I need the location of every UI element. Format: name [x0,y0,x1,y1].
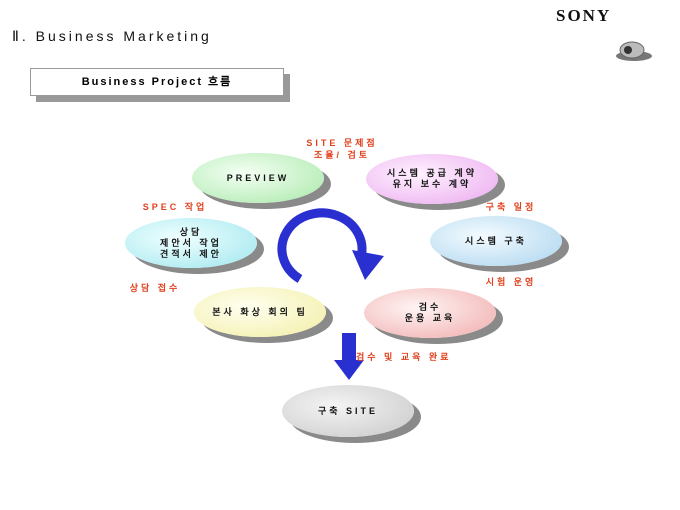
section-heading: Business Project 흐름 [30,68,284,96]
node-build: 시스템 구축 [430,216,562,266]
label-trial: 시험 운영 [485,277,537,287]
label-intake: 상담 접수 [129,283,181,293]
node-consult: 상담 제안서 작업 견적서 제안 [125,218,257,268]
node-inspection: 검수 운용 교육 [364,288,496,338]
node-site: 구축 SITE [282,385,414,437]
label-completion: 검수 및 교육 완료 [356,352,452,362]
node-hq-meeting: 본사 화상 회의 팀 [194,287,326,337]
page-title: Ⅱ. Business Marketing [12,28,212,44]
sony-logo: SONY [556,6,612,25]
label-schedule: 구축 일정 [485,202,537,212]
cycle-arrow [277,208,367,283]
node-contract: 시스템 공급 계약 유지 보수 계약 [366,154,498,204]
down-arrow [334,333,364,380]
label-spec: SPEC 작업 [142,202,208,212]
camera-icon [616,41,652,61]
cycle-arrowhead [352,250,384,280]
node-preview: PREVIEW [192,153,324,203]
label-site-issue: SITE 문제점 조율/ 검토 [306,138,378,160]
